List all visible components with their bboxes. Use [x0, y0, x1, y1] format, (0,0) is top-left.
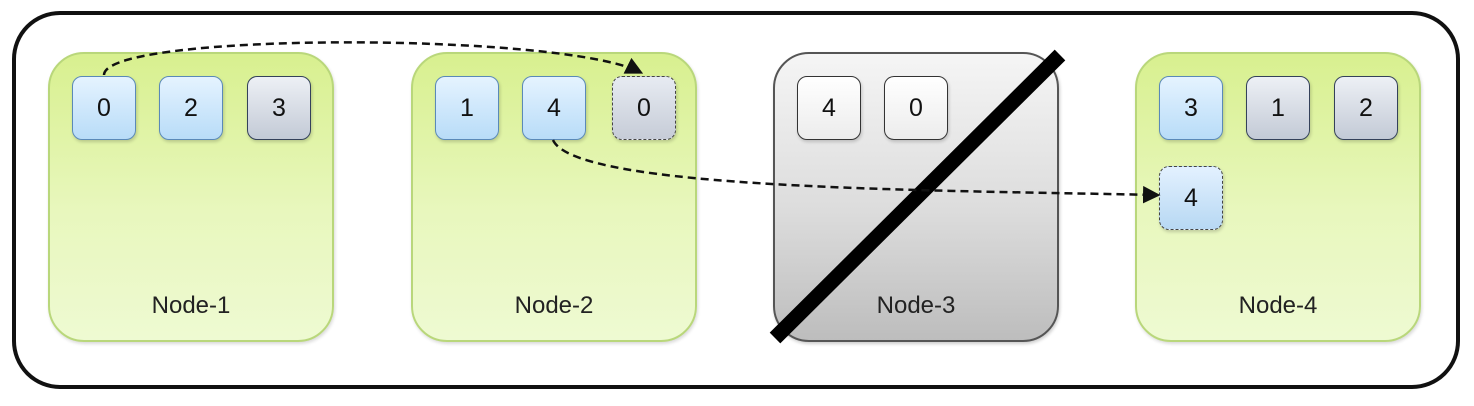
shard-primary: 4 — [522, 76, 586, 140]
node-label: Node-3 — [876, 292, 956, 319]
node-2: 1 4 0 Node-2 — [411, 52, 697, 342]
node-4: 3 1 2 4 Node-4 — [1135, 52, 1421, 342]
shard-replica: 3 — [247, 76, 311, 140]
shard-replica: 2 — [1334, 76, 1398, 140]
shard-primary: 0 — [72, 76, 136, 140]
shard-relocated-primary: 4 — [1159, 166, 1223, 230]
node-1: 0 2 3 Node-1 — [48, 52, 334, 342]
node-label: Node-2 — [514, 292, 594, 319]
shard-relocated-replica: 0 — [612, 76, 676, 140]
shard-replica: 1 — [1246, 76, 1310, 140]
shard-primary: 3 — [1159, 76, 1223, 140]
shard-primary: 2 — [159, 76, 223, 140]
node-label: Node-4 — [1238, 292, 1318, 319]
shard-lost: 0 — [884, 76, 948, 140]
node-label: Node-1 — [151, 292, 231, 319]
shard-lost: 4 — [797, 76, 861, 140]
shard-primary: 1 — [435, 76, 499, 140]
node-3-failed: 4 0 Node-3 — [773, 52, 1059, 342]
